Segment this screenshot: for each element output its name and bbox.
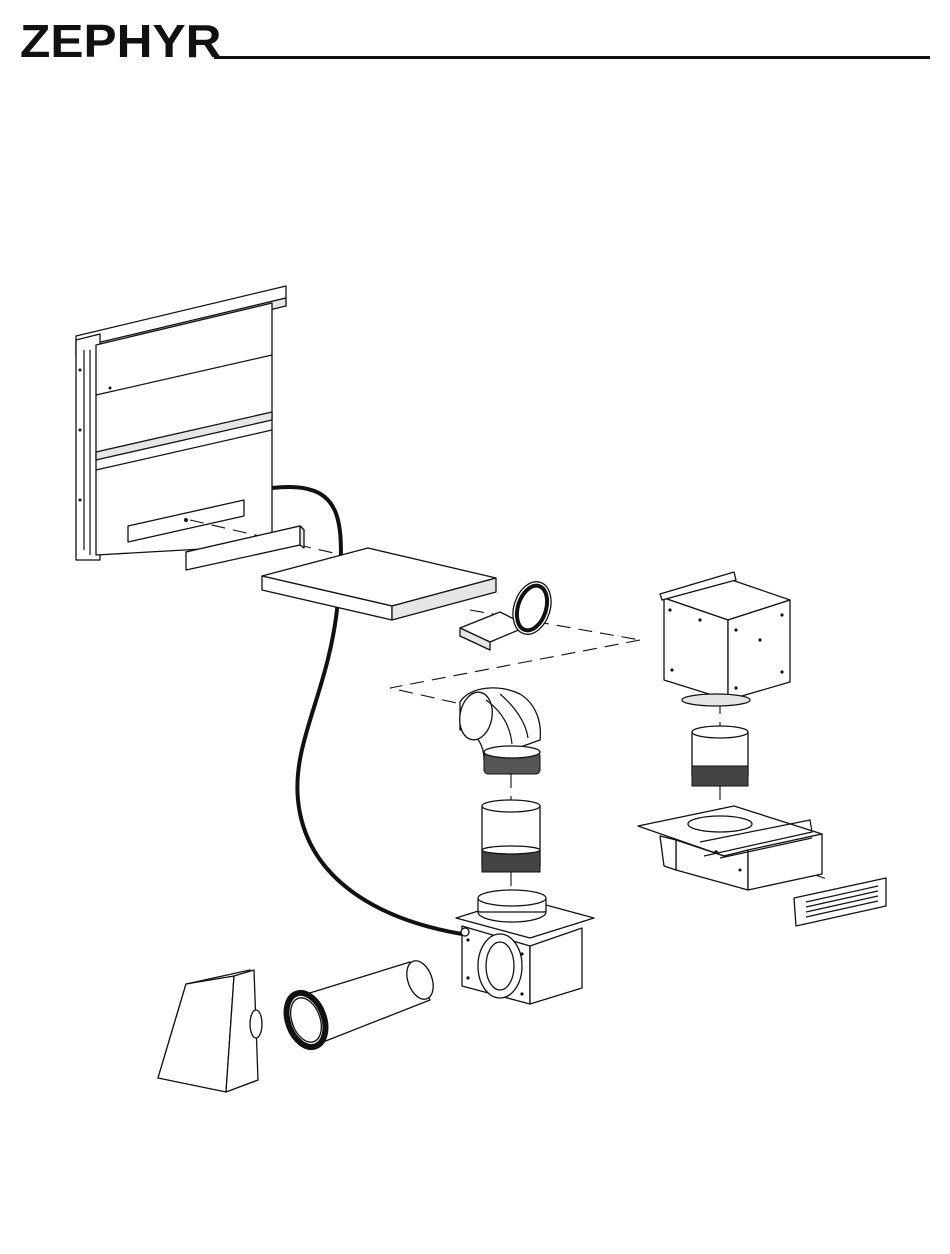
- round-duct-upper: [482, 800, 540, 872]
- plenum-box: [262, 548, 496, 620]
- bottom-mount-blower: [456, 890, 594, 1004]
- straight-duct: [280, 957, 439, 1052]
- round-duct-lower: [692, 726, 748, 786]
- toe-kick-blower: [638, 806, 822, 890]
- top-mount-blower: [660, 572, 790, 706]
- downdraft-unit: [76, 286, 286, 560]
- elbow-duct: [456, 688, 540, 774]
- wall-cap: [158, 970, 262, 1092]
- toe-kick-grille: [794, 878, 886, 926]
